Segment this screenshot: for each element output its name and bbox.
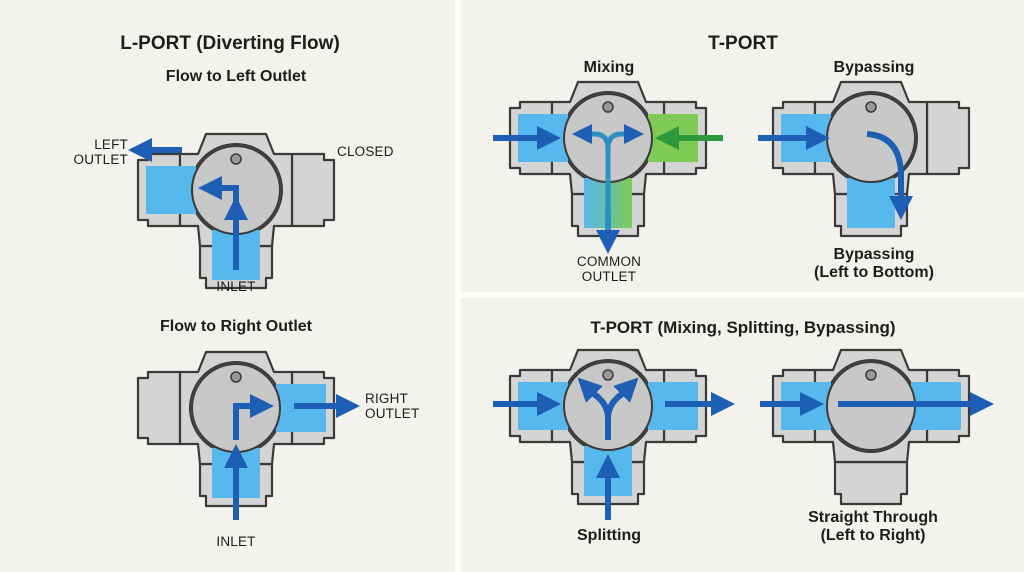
left-outlet-heading: Flow to Left Outlet (165, 68, 307, 85)
left-outlet-label: LEFT OUTLET (73, 137, 128, 168)
bypassing-flow-arrows (758, 126, 830, 150)
lport-right-flow-arrows (224, 394, 360, 520)
straight-caption: Straight Through (Left to Right) (808, 509, 938, 544)
lport-panel: L-PORT (Diverting Flow) Flow to Left Out… (0, 0, 455, 572)
lport-title: L-PORT (Diverting Flow) (120, 33, 340, 54)
splitting-valve-diagram (508, 348, 708, 506)
tport-top-panel: T-PORT Mixing Bypassing COMMON OUTLET (461, 0, 1024, 292)
tport-bottom-panel: T-PORT (Mixing, Splitting, Bypassing) Sp… (461, 298, 1024, 572)
left-inlet-label: INLET (216, 279, 256, 294)
mixing-valve-diagram (508, 80, 708, 238)
tport-title: T-PORT (708, 33, 778, 54)
bypassing-caption: Bypassing (Left to Bottom) (814, 246, 934, 281)
right-outlet-label: RIGHT OUTLET (365, 391, 420, 422)
lport-right-valve-diagram (136, 350, 336, 508)
common-outlet-label: COMMON OUTLET (576, 254, 642, 285)
mixing-heading: Mixing (583, 59, 635, 76)
closed-label: CLOSED (337, 144, 394, 159)
straight-flow-arrows (760, 392, 994, 416)
mixing-flow-arrows (493, 126, 723, 254)
right-inlet-label: INLET (216, 534, 256, 549)
bypassing-heading: Bypassing (833, 59, 915, 76)
splitting-caption: Splitting (577, 527, 641, 544)
tport-bottom-title: T-PORT (Mixing, Splitting, Bypassing) (590, 318, 896, 337)
lport-left-flow-arrows (128, 138, 248, 270)
right-outlet-heading: Flow to Right Outlet (160, 318, 312, 335)
splitting-flow-arrows (493, 392, 735, 520)
